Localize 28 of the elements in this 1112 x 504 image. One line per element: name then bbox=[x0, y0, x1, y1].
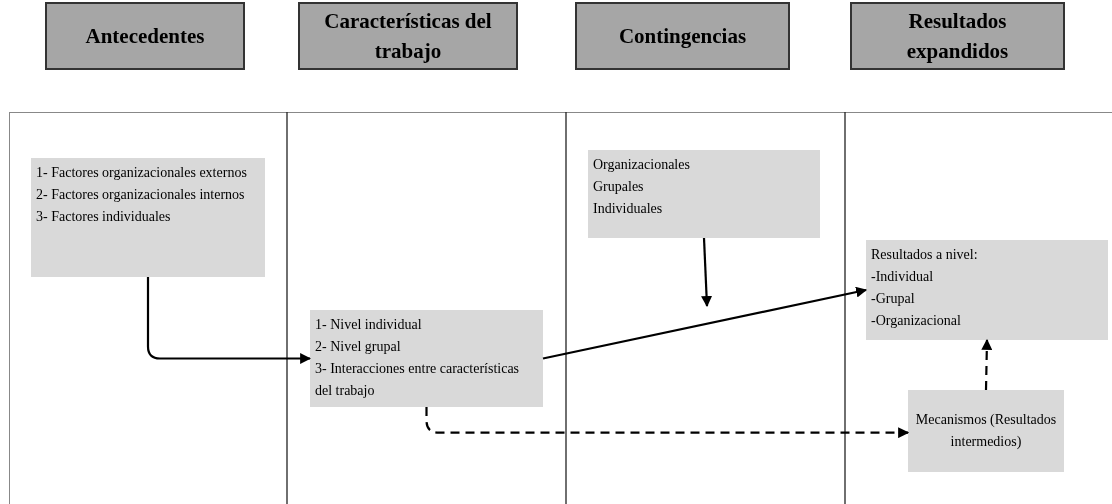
box-text: -Organizacional bbox=[871, 312, 962, 330]
text-box bbox=[310, 310, 543, 407]
box-text: 2- Nivel grupal bbox=[315, 338, 402, 356]
column-header: Características del trabajo bbox=[298, 2, 518, 70]
box-text: Resultados a nivel: bbox=[871, 246, 979, 264]
box-text: 3- Factores individuales bbox=[36, 208, 172, 226]
arrow bbox=[981, 338, 993, 391]
column-header: Resultados expandidos bbox=[850, 2, 1065, 70]
column-header: Antecedentes bbox=[45, 2, 245, 70]
box-text: 3- Interacciones entre características del trabajo bbox=[315, 360, 521, 400]
arrow bbox=[542, 286, 868, 360]
box-text: 2- Factores organizacionales internos bbox=[36, 186, 246, 204]
text-box bbox=[31, 158, 265, 277]
box-text: 1- Factores organizacionales externos bbox=[36, 164, 248, 182]
arrow bbox=[701, 237, 713, 308]
box-text: Grupales bbox=[593, 178, 645, 196]
box-text: -Individual bbox=[871, 268, 935, 286]
column-header: Contingencias bbox=[575, 2, 790, 70]
box-text: Organizacionales bbox=[593, 156, 691, 174]
text-box bbox=[908, 390, 1064, 472]
text-box bbox=[588, 150, 820, 238]
arrow bbox=[425, 407, 910, 439]
text-box bbox=[866, 240, 1108, 340]
box-text: 1- Nivel individual bbox=[315, 316, 423, 334]
box-text: Individuales bbox=[593, 200, 664, 218]
arrow bbox=[146, 277, 312, 364]
box-text: Mecanismos (Resultados intermedios) bbox=[914, 411, 1058, 451]
box-text: -Grupal bbox=[871, 290, 916, 308]
